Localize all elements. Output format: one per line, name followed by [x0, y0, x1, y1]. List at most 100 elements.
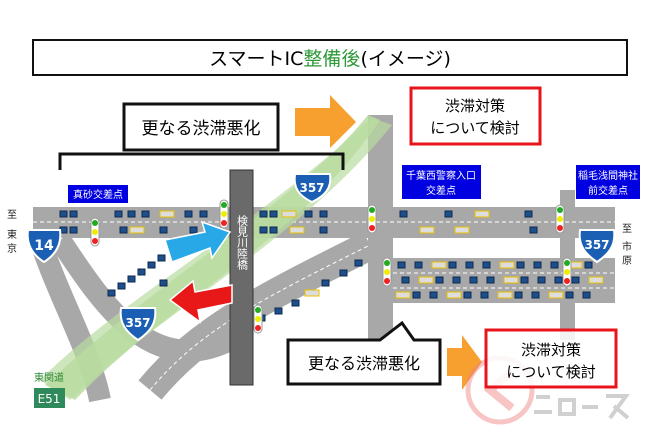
- traffic-light-icon: [555, 204, 565, 234]
- car: [184, 210, 193, 218]
- car: [516, 261, 525, 269]
- car: [414, 261, 423, 269]
- masago-intersection-label: [68, 185, 128, 203]
- truck: [418, 276, 434, 284]
- car: [259, 210, 268, 218]
- car: [480, 291, 489, 299]
- truck: [454, 226, 470, 234]
- car: [582, 291, 591, 299]
- callout-text: について検討: [430, 119, 520, 137]
- red-arrow-icon: [168, 279, 233, 324]
- orange-arrow-icon: [447, 335, 482, 390]
- callout-text: 渋滞対策: [445, 97, 505, 115]
- traffic-light-icon: [382, 257, 392, 287]
- car: [69, 226, 78, 234]
- car: [399, 210, 408, 218]
- svg-text:14: 14: [34, 238, 54, 254]
- blue-arrow-icon: [164, 220, 232, 263]
- label-text: 千葉西警察入口: [406, 169, 476, 182]
- svg-text:357: 357: [299, 181, 324, 195]
- car: [482, 261, 491, 269]
- car: [141, 210, 150, 218]
- truck: [129, 226, 145, 234]
- label-text: 真砂交差点: [73, 188, 123, 201]
- callout-text: 渋滞対策: [521, 341, 581, 359]
- direction-tokyo: 至 東 京: [7, 209, 17, 255]
- car: [159, 226, 168, 234]
- expressway-name: 東関道: [34, 371, 64, 384]
- truck: [474, 210, 490, 218]
- truck: [281, 210, 297, 218]
- truck: [499, 261, 515, 269]
- traffic-lights: [90, 199, 572, 334]
- traffic-light-icon: [253, 304, 263, 334]
- car: [533, 261, 542, 269]
- car: [537, 276, 546, 284]
- car: [354, 259, 363, 267]
- traffic-light-icon: [90, 217, 100, 247]
- route-357-shield-icon: 357: [119, 307, 157, 342]
- car: [520, 276, 529, 284]
- car: [259, 226, 268, 234]
- car: [127, 275, 136, 283]
- svg-text:357: 357: [584, 238, 609, 252]
- e51-text: E51: [38, 392, 61, 406]
- bridge-label: 検見川陸橋: [236, 214, 249, 271]
- measure-callout: [409, 86, 542, 146]
- car: [448, 261, 457, 269]
- car: [147, 261, 156, 269]
- truck: [304, 289, 320, 297]
- car: [114, 210, 123, 218]
- car: [117, 282, 126, 290]
- truck: [289, 226, 305, 234]
- car: [107, 289, 116, 297]
- traffic-light-icon: [367, 204, 377, 234]
- car: [291, 299, 300, 307]
- car: [339, 269, 348, 277]
- car: [486, 276, 495, 284]
- car: [199, 210, 208, 218]
- car: [435, 276, 444, 284]
- callout-text: 更なる渋滞悪化: [308, 354, 420, 373]
- car: [319, 226, 328, 234]
- truck: [503, 276, 519, 284]
- car: [269, 226, 278, 234]
- route-357-shield-icon: 357: [578, 229, 616, 264]
- callout-text: 更なる渋滞悪化: [142, 119, 261, 139]
- car: [412, 291, 421, 299]
- car: [274, 307, 283, 315]
- car: [452, 276, 461, 284]
- chibanishi-intersection-label: [402, 165, 481, 199]
- section-bracket: [58, 152, 345, 170]
- inage-intersection-label: [576, 165, 640, 199]
- page-title: スマートIC整備後(イメージ): [209, 48, 451, 70]
- svg-text:至: 至: [622, 223, 632, 235]
- car: [554, 276, 563, 284]
- car: [571, 276, 580, 284]
- measure-callout-bottom: [484, 328, 618, 389]
- svg-text:357: 357: [125, 316, 150, 330]
- kemigawa-bridge: [229, 169, 254, 386]
- car: [304, 210, 313, 218]
- svg-text:京: 京: [7, 242, 17, 255]
- truck: [588, 276, 604, 284]
- callout-text: について検討: [506, 363, 596, 381]
- e51-sign: [34, 388, 65, 408]
- route-14-shield-icon: 14: [26, 229, 62, 264]
- car: [189, 226, 198, 234]
- worse-congestion-callout: [122, 102, 280, 152]
- car: [529, 226, 538, 234]
- car: [469, 276, 478, 284]
- car: [319, 210, 328, 218]
- orange-arrow-icon: [295, 95, 356, 148]
- direction-ichihara: 至 市 原: [622, 223, 632, 267]
- svg-text:東: 東: [7, 228, 17, 241]
- car: [159, 279, 168, 287]
- truck: [395, 291, 411, 299]
- title-box: [32, 39, 628, 76]
- car: [565, 291, 574, 299]
- car: [321, 279, 330, 287]
- car: [59, 210, 68, 218]
- route-357-shield-icon: 357: [293, 173, 332, 204]
- label-text: 交差点: [426, 184, 456, 197]
